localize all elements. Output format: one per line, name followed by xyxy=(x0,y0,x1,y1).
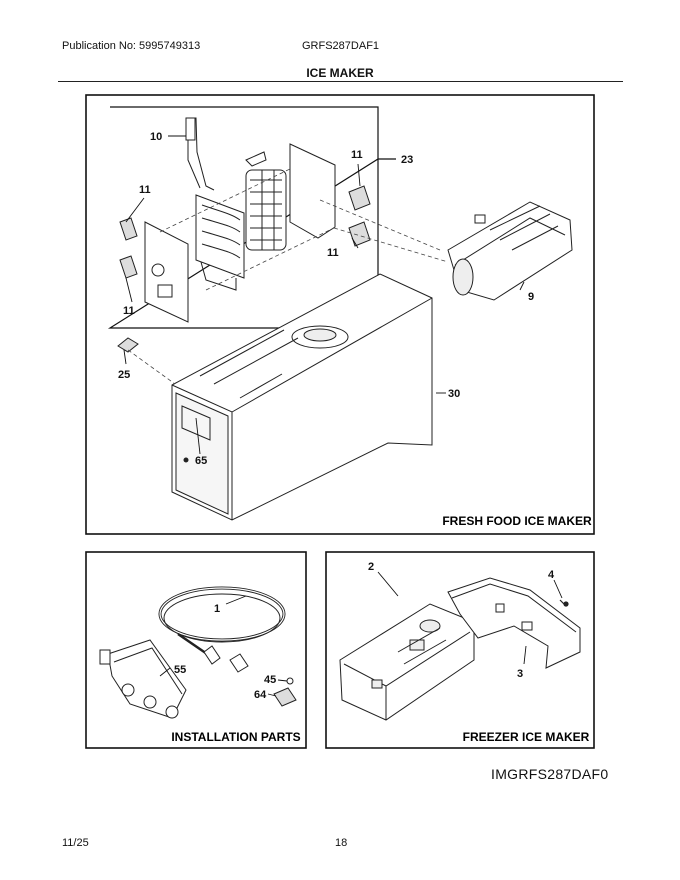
ice-bin-housing xyxy=(171,273,433,521)
callout-9: 9 xyxy=(528,291,534,303)
water-valve xyxy=(99,639,187,719)
freezer-callouts: 2 4 3 xyxy=(368,561,555,680)
freezer-leaders xyxy=(377,571,563,665)
callout-11-left-top: 11 xyxy=(139,184,151,196)
model-number: GRFS287DAF1 xyxy=(302,40,380,52)
cover-shield xyxy=(289,143,336,239)
freezer-bracket xyxy=(447,577,581,669)
callout-11-left-bottom: 11 xyxy=(123,305,135,317)
installation-panel: INSTALLATION PARTS xyxy=(85,551,307,749)
callout-leaders xyxy=(123,135,525,455)
install-leaders xyxy=(159,595,288,697)
section-title: ICE MAKER xyxy=(306,66,374,80)
freezer-panel: FREEZER ICE MAKER xyxy=(325,551,595,749)
callout-23: 23 xyxy=(401,154,413,166)
callout-11-right-bottom: 11 xyxy=(327,247,339,259)
fresh-food-panel: FRESH FOOD ICE MAKER xyxy=(85,94,595,535)
publication-number: Publication No: 5995749313 xyxy=(62,40,201,52)
page-number: 18 xyxy=(335,837,348,849)
callout-65: 65 xyxy=(195,455,207,467)
assembly-guides xyxy=(127,167,449,385)
callout-25: 25 xyxy=(118,369,130,381)
water-tube-coil xyxy=(158,586,286,658)
clamp-and-screw xyxy=(273,677,297,707)
freezer-ice-maker-housing xyxy=(339,603,475,721)
heater-coil xyxy=(245,151,287,251)
installation-panel-title: INSTALLATION PARTS xyxy=(171,730,300,744)
callout-10: 10 xyxy=(150,131,162,143)
callout-64: 64 xyxy=(254,689,267,701)
left-housing xyxy=(144,221,189,323)
fresh-food-callouts: 10 11 23 11 11 11 9 25 30 65 xyxy=(118,131,534,467)
tube-fittings xyxy=(203,645,249,673)
fresh-food-panel-title: FRESH FOOD ICE MAKER xyxy=(442,514,592,528)
clip-part xyxy=(117,337,139,353)
callout-1: 1 xyxy=(214,603,220,615)
freezer-panel-title: FREEZER ICE MAKER xyxy=(463,730,590,744)
image-code: IMGRFS287DAF0 xyxy=(491,766,609,782)
evaporator-assembly xyxy=(185,117,245,291)
callout-11-right-top: 11 xyxy=(351,149,363,161)
callout-2: 2 xyxy=(368,561,374,573)
header-rule xyxy=(58,81,623,82)
callout-4: 4 xyxy=(548,569,555,581)
callout-45: 45 xyxy=(264,674,276,686)
callout-30: 30 xyxy=(448,388,460,400)
ice-maker-unit xyxy=(447,201,573,301)
installation-callouts: 1 55 45 64 xyxy=(174,603,276,701)
callout-3: 3 xyxy=(517,668,523,680)
mounting-screw xyxy=(559,599,569,607)
footer-date: 11/25 xyxy=(62,837,89,849)
callout-55: 55 xyxy=(174,664,186,676)
